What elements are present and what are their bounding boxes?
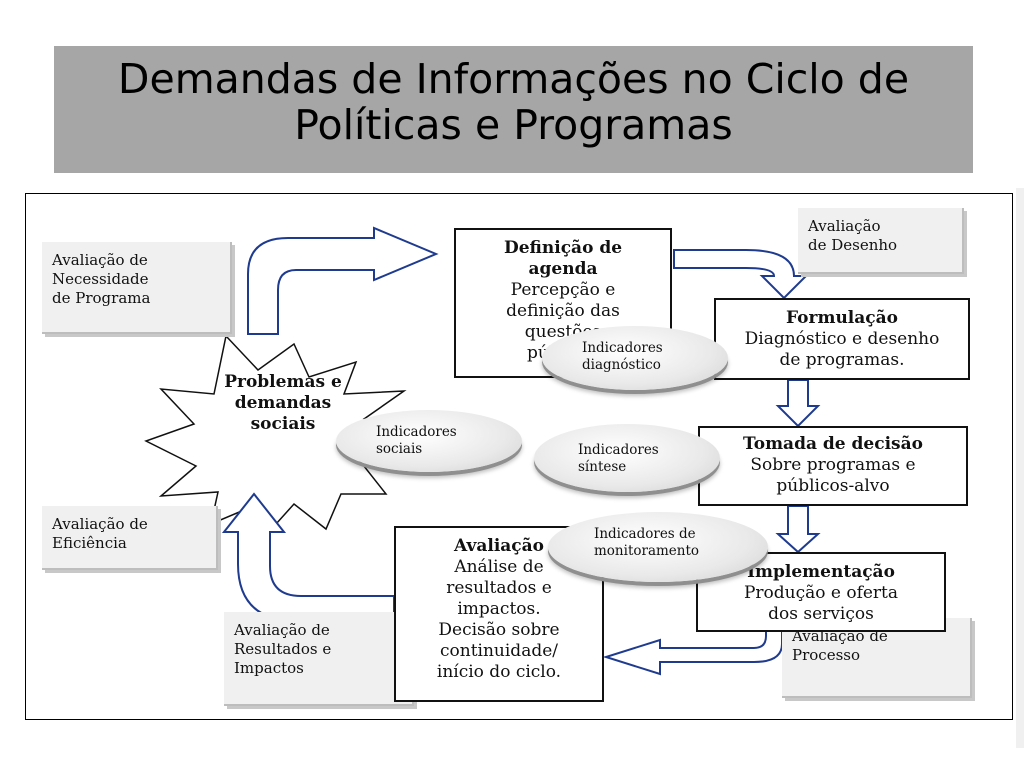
stage-implementacao-text: Produção e oferta dos serviços [743, 583, 899, 624]
indicator-diagnostico: Indicadores diagnóstico [542, 326, 728, 390]
eval-eficiencia-box: Avaliação de Eficiência [42, 506, 218, 570]
indicator-monitoramento: Indicadores de monitoramento [548, 512, 768, 582]
eval-necessidade-text: Avaliação de Necessidade de Programa [52, 251, 151, 307]
title-line-2: Políticas e Programas [294, 101, 733, 149]
arrow-implementacao-to-avaliacao [602, 623, 783, 676]
stage-avaliacao-heading: Avaliação [453, 536, 545, 556]
indicator-sintese: Indicadores síntese [534, 424, 720, 492]
diagram-shapes [144, 226, 821, 676]
problems-label: Problemas e demandas sociais [224, 372, 342, 434]
indicator-sociais-text: Indicadores sociais [376, 424, 457, 457]
scroll-strip [1016, 188, 1024, 748]
stage-formulacao-box: Formulação Diagnóstico e desenho de prog… [714, 298, 970, 380]
stage-agenda-heading: Definição de agenda [503, 238, 623, 279]
diagram-frame: Avaliação de Necessidade de Programa Ava… [25, 193, 1013, 720]
stage-implementacao-heading: Implementação [747, 562, 895, 582]
eval-resultados-box: Avaliação de Resultados e Impactos [224, 612, 414, 706]
indicator-sintese-text: Indicadores síntese [578, 442, 659, 475]
eval-resultados-text: Avaliação de Resultados e Impactos [234, 621, 332, 677]
indicator-diagnostico-text: Indicadores diagnóstico [582, 340, 663, 373]
title-line-1: Demandas de Informações no Ciclo de [117, 55, 910, 103]
eval-necessidade-box: Avaliação de Necessidade de Programa [42, 242, 232, 334]
arrow-decisao-to-implementacao [775, 505, 821, 554]
indicator-monitoramento-text: Indicadores de monitoramento [594, 526, 700, 559]
stage-formulacao-heading: Formulação [786, 308, 898, 328]
page-title: Demandas de Informações no Ciclo de Polí… [54, 46, 973, 148]
eval-desenho-box: Avaliação de Desenho [798, 208, 964, 274]
stage-formulacao-text: Diagnóstico e desenho de programas. [744, 329, 940, 370]
title-bar: Demandas de Informações no Ciclo de Polí… [54, 46, 973, 173]
eval-eficiencia-text: Avaliação de Eficiência [52, 515, 148, 552]
stage-decisao-heading: Tomada de decisão [743, 434, 923, 454]
stage-decisao-box: Tomada de decisão Sobre programas e públ… [698, 426, 968, 506]
arrow-necessidade-to-agenda [247, 226, 439, 335]
arrow-agenda-to-formulacao [673, 249, 809, 300]
problems-starburst [144, 334, 407, 546]
eval-processo-text: Avaliação de Processo [792, 627, 888, 664]
stage-implementacao-box: Implementação Produção e oferta dos serv… [696, 552, 946, 632]
eval-desenho-text: Avaliação de Desenho [808, 217, 898, 254]
stage-avaliacao-text: Análise de resultados e impactos. Decisã… [436, 557, 562, 682]
indicator-sociais: Indicadores sociais [336, 410, 522, 472]
arrow-formulacao-to-decisao [775, 379, 821, 428]
stage-decisao-text: Sobre programas e públicos-alvo [750, 455, 916, 496]
